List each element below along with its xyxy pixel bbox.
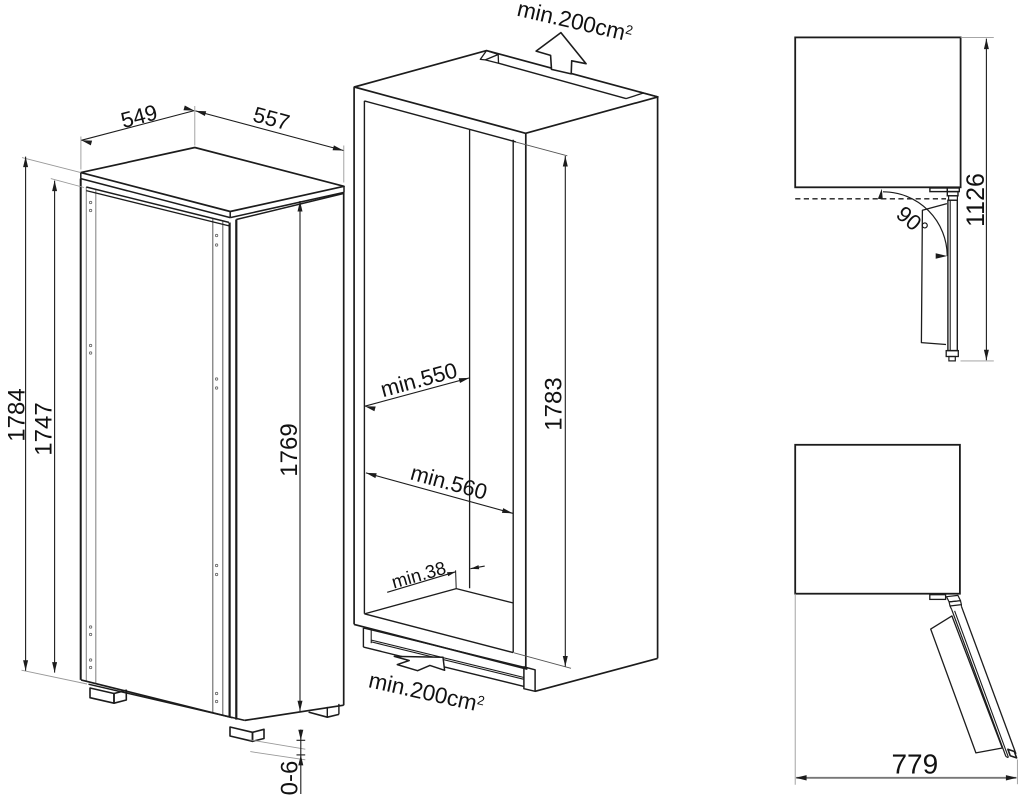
svg-text:779: 779 bbox=[891, 749, 938, 780]
svg-text:1784: 1784 bbox=[3, 388, 30, 441]
svg-text:1783: 1783 bbox=[541, 377, 568, 430]
svg-text:1126: 1126 bbox=[962, 173, 990, 227]
svg-text:1747: 1747 bbox=[30, 402, 57, 455]
svg-text:1769: 1769 bbox=[276, 423, 303, 476]
svg-text:0-6: 0-6 bbox=[277, 761, 304, 796]
